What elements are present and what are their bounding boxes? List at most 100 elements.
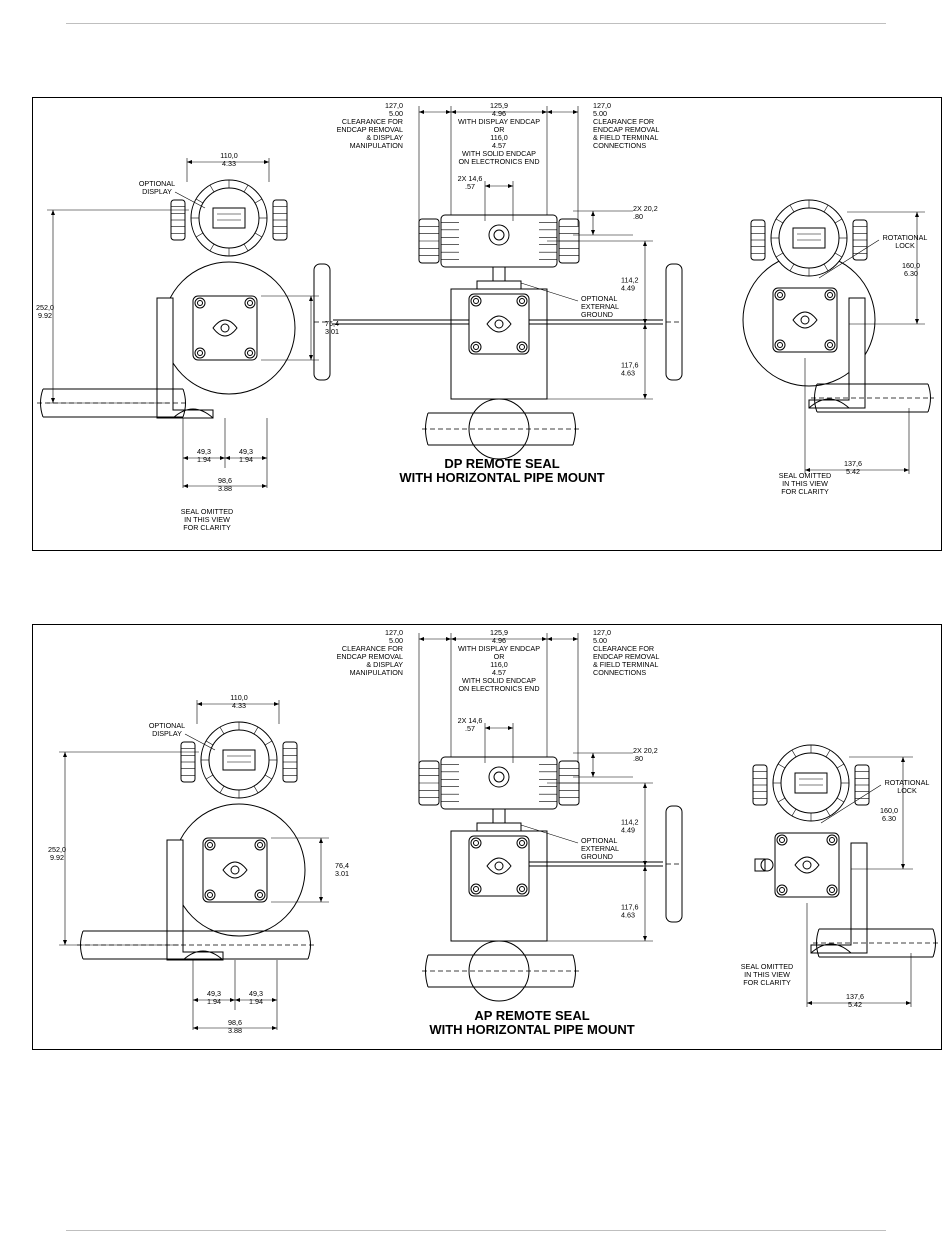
rotational-lock-label: LOCK	[897, 786, 917, 795]
bolt-center	[257, 842, 263, 848]
pipe-end	[307, 930, 311, 960]
optional-display-label: DISPLAY	[142, 187, 172, 196]
arrow-head	[225, 456, 230, 460]
dim-20-2-label: .80	[633, 754, 643, 763]
dim-49-3-left-label: 1.94	[207, 997, 221, 1006]
arrow-head	[451, 637, 456, 641]
arrow-head	[807, 1001, 812, 1005]
electronics-housing	[440, 214, 558, 268]
body-bolt	[826, 884, 838, 896]
bolt-center	[197, 350, 203, 356]
dim-160-label: 6.30	[882, 814, 896, 823]
arrow-head	[183, 484, 188, 488]
left-clearance-label: & DISPLAY	[366, 660, 403, 669]
housing-notch	[254, 198, 263, 204]
arrow-head	[547, 110, 552, 114]
housing-notch	[209, 184, 215, 193]
dim-252-label: 9.92	[38, 311, 52, 320]
title-line1: DP REMOTE SEAL	[444, 456, 559, 471]
right-clearance-label: CONNECTIONS	[593, 668, 646, 677]
arrow-head	[272, 998, 277, 1002]
seal-diaphragm	[222, 861, 248, 879]
body-bolt	[824, 289, 836, 301]
seal-diaphragm	[486, 315, 512, 333]
leader-line	[520, 282, 579, 302]
seal-omitted-right-label: IN THIS VIEW	[744, 970, 790, 979]
dim-160-label: 160,0	[902, 261, 920, 270]
body-bolt	[776, 884, 788, 896]
arrow-head	[906, 1001, 911, 1005]
u-bolt	[810, 943, 852, 954]
right-clearance-label: & FIELD TERMINAL	[593, 133, 658, 142]
arrow-head	[805, 468, 810, 472]
arrow-head	[446, 637, 451, 641]
housing-notch	[836, 763, 845, 769]
u-bolt	[808, 398, 850, 409]
display-window	[792, 227, 826, 249]
meter-body	[774, 832, 840, 898]
arrow-head	[643, 394, 647, 399]
dim-114-2-label: 4.49	[621, 284, 635, 293]
arrow-head	[446, 110, 451, 114]
bolt-center	[779, 837, 785, 843]
neck	[492, 808, 506, 824]
optional-display-label: DISPLAY	[152, 729, 182, 738]
arrow-head	[591, 211, 595, 216]
pipe-end	[425, 412, 429, 446]
arrow-head	[643, 241, 647, 246]
dim-117-6-label: 117,6	[621, 361, 638, 370]
arrow-head	[419, 110, 424, 114]
bolt-center	[829, 887, 835, 893]
bolt-center	[519, 886, 525, 892]
arrow-head	[485, 726, 490, 730]
dim-20-2-label: 2X 20,2	[633, 746, 658, 755]
optional-ground-label: OPTIONAL	[581, 294, 617, 303]
arrow-head	[542, 110, 547, 114]
housing-notch	[264, 740, 273, 746]
body-bolt	[516, 883, 528, 895]
body-bolt	[254, 889, 266, 901]
housing-notch	[834, 218, 843, 224]
left-clearance-label: MANIPULATION	[350, 668, 403, 677]
arrow-head	[419, 637, 424, 641]
dim-14-6-label: .57	[465, 182, 475, 191]
body-bolt	[470, 295, 482, 307]
right-clearance-label: CLEARANCE FOR	[593, 644, 654, 653]
body-bolt	[244, 347, 256, 359]
housing-notch	[789, 263, 795, 272]
arrow-head	[547, 637, 552, 641]
right-clearance-label: 127,0	[593, 628, 611, 637]
bolt-center	[207, 892, 213, 898]
housing-notch	[775, 218, 784, 224]
arrow-head	[901, 864, 905, 869]
bolt-center	[473, 886, 479, 892]
seal-omitted-right-label: SEAL OMITTED	[741, 962, 793, 971]
housing-notch	[825, 749, 831, 758]
seal-diaphragm	[792, 311, 818, 329]
pipe-end	[932, 928, 936, 958]
conduit-entry	[488, 224, 510, 246]
housing-notch	[254, 232, 263, 238]
arrow-head	[235, 998, 240, 1002]
right-clearance-label: ENDCAP REMOVAL	[593, 125, 659, 134]
left-clearance-label: & DISPLAY	[366, 133, 403, 142]
dim-76-4-label: 76,4	[335, 861, 349, 870]
arrow-head	[451, 110, 456, 114]
left-clearance-label: 5.00	[389, 636, 403, 645]
center-width-label: ON ELECTRONICS END	[458, 684, 539, 693]
rotational-lock-label: ROTATIONAL	[885, 778, 930, 787]
pipe-end	[927, 383, 931, 413]
left-clearance-label: CLEARANCE FOR	[342, 644, 403, 653]
arrow-head	[262, 456, 267, 460]
dim-117-6-label: 4.63	[621, 911, 635, 920]
leader-line	[520, 824, 579, 844]
mounting-bracket	[156, 297, 214, 419]
left-clearance-label: MANIPULATION	[350, 141, 403, 150]
title-line2: WITH HORIZONTAL PIPE MOUNT	[429, 1022, 634, 1037]
dim-110-label: 110,0	[230, 693, 247, 702]
housing-notch	[264, 774, 273, 780]
bolt-center	[473, 298, 479, 304]
body-bolt	[204, 889, 216, 901]
